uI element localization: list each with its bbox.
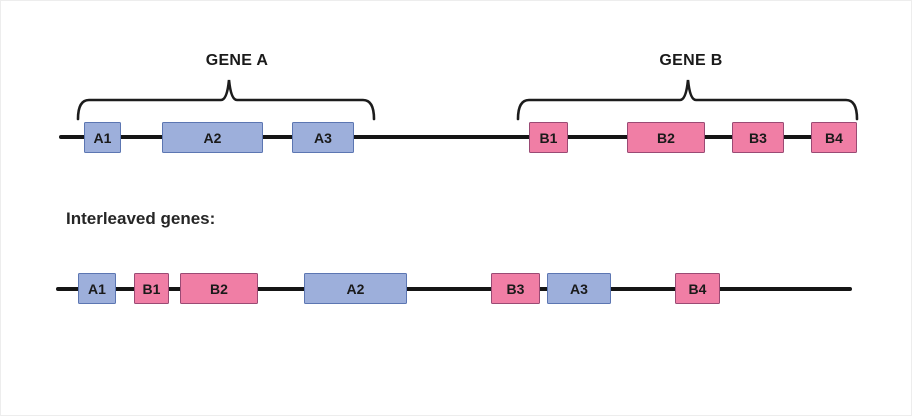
gene-a-label: GENE A [205,52,269,69]
exon-interleaved-b2: B2 [180,273,258,304]
exon-original-a1: A1 [84,122,121,153]
interleaved-genes-label: Interleaved genes: [66,209,216,228]
exon-interleaved-a2: A2 [304,273,407,304]
exon-original-a2: A2 [162,122,263,153]
dna-line-original [59,135,857,139]
exon-interleaved-a1: A1 [78,273,116,304]
gene-b-label: GENE B [659,52,723,69]
exon-original-b4: B4 [811,122,857,153]
exon-original-b1: B1 [529,122,568,153]
exon-interleaved-b3: B3 [491,273,540,304]
exon-original-a3: A3 [292,122,354,153]
exon-original-b3: B3 [732,122,784,153]
exon-interleaved-b4: B4 [675,273,720,304]
exon-interleaved-b1: B1 [134,273,169,304]
brace-gene-b [516,79,859,121]
dna-line-interleaved [56,287,852,291]
brace-gene-a [76,79,376,121]
exon-original-b2: B2 [627,122,705,153]
exon-interleaved-a3: A3 [547,273,611,304]
